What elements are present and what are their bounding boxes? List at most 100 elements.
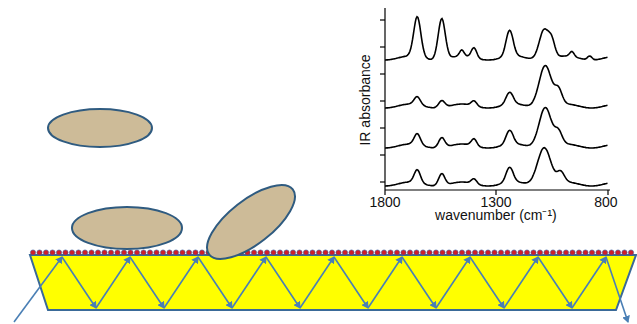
surface-dot xyxy=(375,250,380,255)
surface-dot xyxy=(433,250,438,255)
surface-dot xyxy=(563,250,568,255)
tick-label: 1300 xyxy=(480,195,511,209)
tick-label: 800 xyxy=(594,195,617,209)
surface-dot xyxy=(147,250,152,255)
surface-dot xyxy=(199,250,204,255)
surface-dot xyxy=(115,250,120,255)
surface-dot xyxy=(524,250,529,255)
surface-dot xyxy=(446,250,451,255)
surface-dot xyxy=(167,250,172,255)
surface-dot xyxy=(472,250,477,255)
surface-dot xyxy=(414,250,419,255)
beam-segment xyxy=(164,257,198,308)
surface-dot xyxy=(37,250,42,255)
surface-dot xyxy=(310,250,315,255)
surface-dot xyxy=(518,250,523,255)
surface-dot xyxy=(56,250,61,255)
surface-dot xyxy=(615,250,620,255)
surface-dot xyxy=(381,250,386,255)
spectrum-trace xyxy=(385,66,608,108)
surface-dot xyxy=(589,250,594,255)
surface-dot xyxy=(277,250,282,255)
surface-dot xyxy=(609,250,614,255)
surface-dot xyxy=(297,250,302,255)
surface-dot xyxy=(134,250,139,255)
surface-dot xyxy=(349,250,354,255)
beam-segment xyxy=(504,257,538,308)
cell xyxy=(48,109,152,147)
surface-dot xyxy=(264,250,269,255)
surface-dot xyxy=(368,250,373,255)
beam-segment xyxy=(300,257,334,308)
surface-dot xyxy=(388,250,393,255)
spectrum-trace xyxy=(385,148,608,186)
surface-dot xyxy=(121,250,126,255)
surface-dot xyxy=(342,250,347,255)
surface-dot xyxy=(362,250,367,255)
beam-segment xyxy=(538,257,572,308)
surface-dot xyxy=(570,250,575,255)
beam-segment xyxy=(130,257,164,308)
cell xyxy=(196,172,307,272)
surface-dot xyxy=(622,250,627,255)
surface-dot xyxy=(544,250,549,255)
tick-label: 1800 xyxy=(369,195,400,209)
surface-dot xyxy=(505,250,510,255)
surface-dot xyxy=(102,250,107,255)
surface-dot xyxy=(466,250,471,255)
surface-dot xyxy=(420,250,425,255)
beam-segment xyxy=(368,257,402,308)
surface-dot xyxy=(128,250,133,255)
surface-dot xyxy=(160,250,165,255)
surface-dot xyxy=(95,250,100,255)
surface-dot xyxy=(193,250,198,255)
spectrum-trace xyxy=(385,17,608,60)
axis-title: wavenumber (cm⁻¹) xyxy=(435,208,557,222)
surface-dot xyxy=(82,250,87,255)
surface-dot xyxy=(290,250,295,255)
surface-dot xyxy=(89,250,94,255)
surface-dot xyxy=(511,250,516,255)
surface-dot xyxy=(479,250,484,255)
atr-crystal xyxy=(30,255,636,310)
surface-dot xyxy=(427,250,432,255)
surface-dot xyxy=(550,250,555,255)
surface-dot xyxy=(557,250,562,255)
surface-dot xyxy=(602,250,607,255)
cell xyxy=(72,207,182,249)
beam-segment xyxy=(402,257,436,308)
beam-segment xyxy=(232,257,266,308)
surface-dot xyxy=(401,250,406,255)
axis-title: IR absorbance xyxy=(357,54,371,145)
beam-segment xyxy=(470,257,504,308)
spectrum-trace xyxy=(385,108,608,148)
surface-dot xyxy=(485,250,490,255)
beam-segment xyxy=(436,257,470,308)
surface-dot xyxy=(336,250,341,255)
surface-dot xyxy=(186,250,191,255)
surface-dot xyxy=(537,250,542,255)
surface-dot xyxy=(492,250,497,255)
beam-segment xyxy=(266,257,300,308)
surface-dot xyxy=(394,250,399,255)
surface-dot xyxy=(271,250,276,255)
beam-segment xyxy=(606,257,628,322)
spectrum-axes xyxy=(380,8,610,195)
ir-spectra xyxy=(385,17,608,186)
surface-layer xyxy=(30,250,633,255)
beam-segment xyxy=(334,257,368,308)
surface-dot xyxy=(141,250,146,255)
surface-dot xyxy=(440,250,445,255)
cells xyxy=(48,109,306,272)
surface-dot xyxy=(323,250,328,255)
surface-dot xyxy=(596,250,601,255)
surface-dot xyxy=(583,250,588,255)
surface-dot xyxy=(76,250,81,255)
surface-dot xyxy=(258,250,263,255)
surface-dot xyxy=(531,250,536,255)
beam-segment xyxy=(572,257,606,308)
beam-segment xyxy=(62,257,96,308)
surface-dot xyxy=(355,250,360,255)
surface-dot xyxy=(498,250,503,255)
